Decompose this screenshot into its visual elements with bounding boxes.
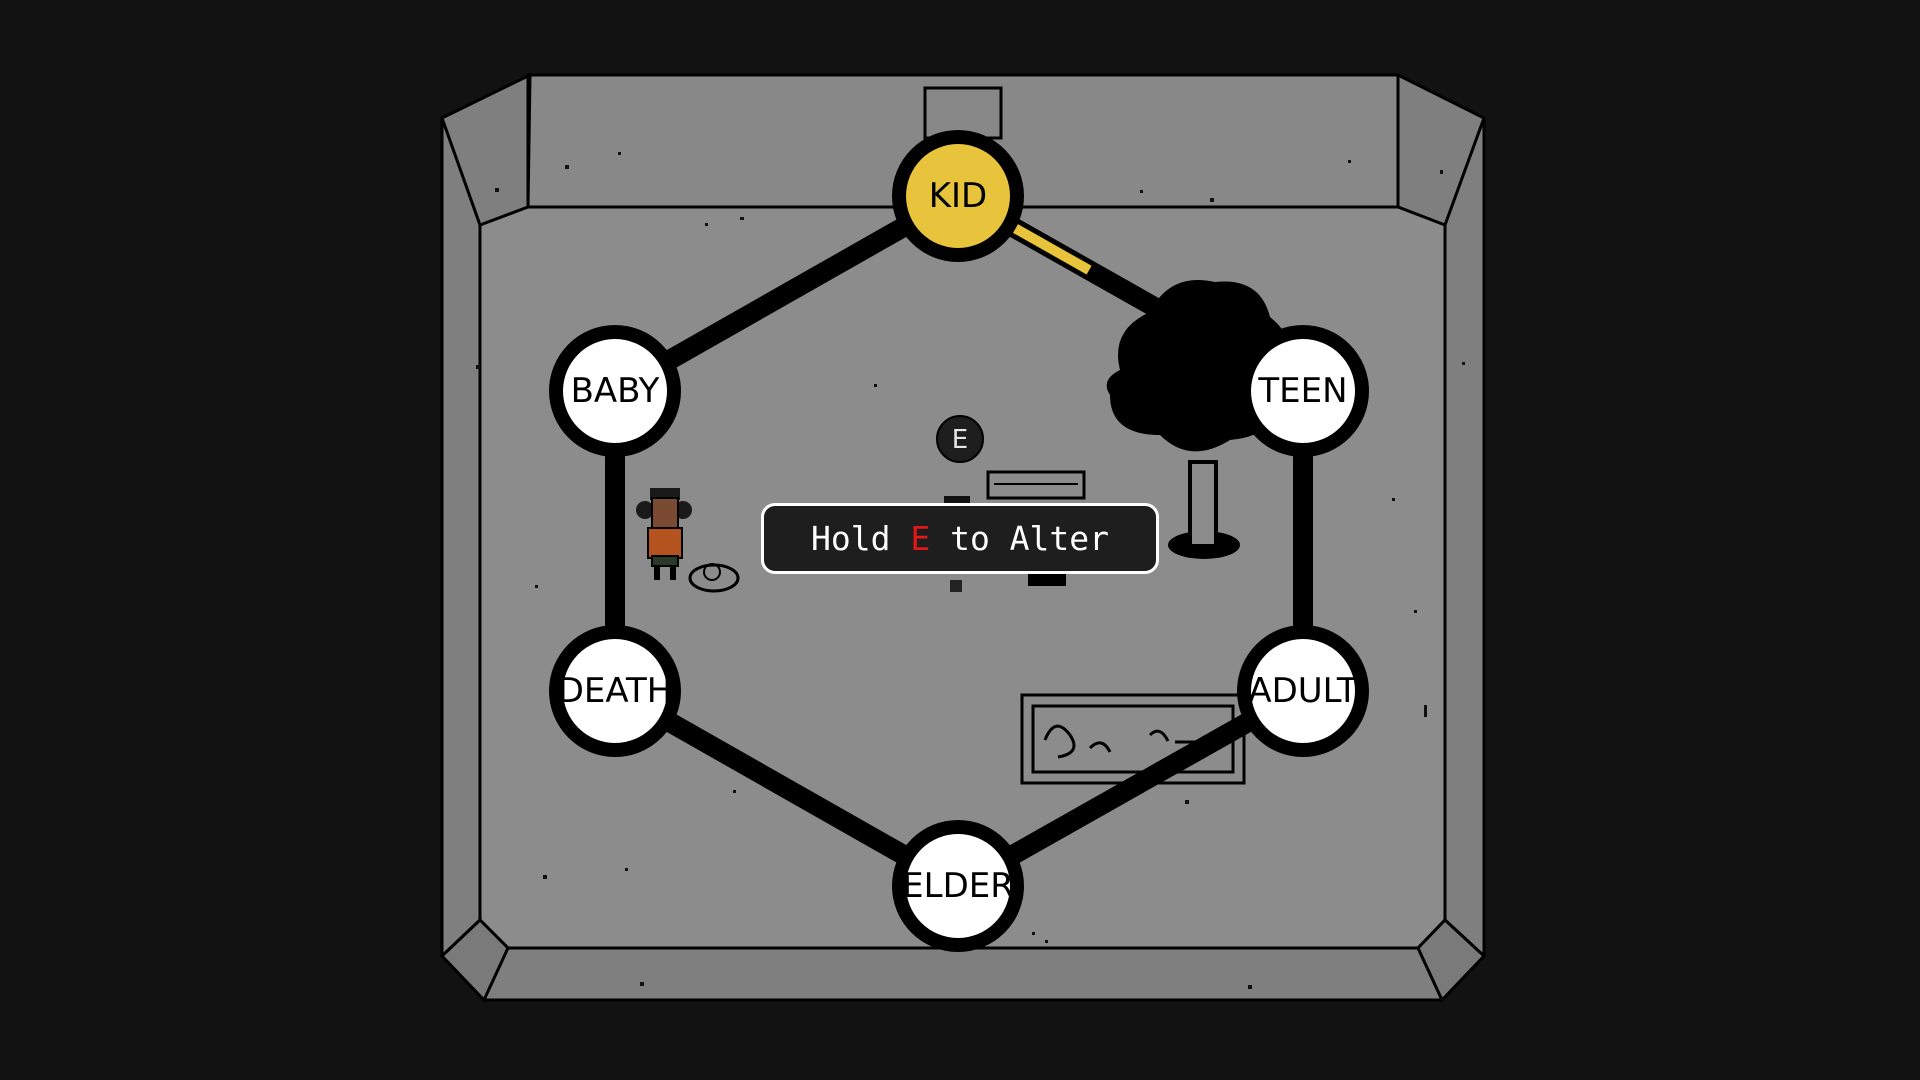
corner-bottom-left bbox=[439, 917, 510, 1003]
node-baby-face bbox=[563, 339, 667, 443]
node-baby-label: BABY bbox=[571, 371, 660, 411]
node-adult-face bbox=[1251, 639, 1355, 743]
chimney bbox=[923, 86, 1003, 140]
node-teen[interactable]: TEEN bbox=[1237, 325, 1369, 457]
node-elder-label: ELDER bbox=[902, 866, 1014, 906]
node-elder[interactable]: ELDER bbox=[892, 820, 1024, 952]
node-kid-label: KID bbox=[929, 176, 988, 216]
prompt-key: E bbox=[910, 519, 931, 558]
node-baby[interactable]: BABY bbox=[549, 325, 681, 457]
small-figure bbox=[944, 496, 970, 592]
interact-key-hint: E bbox=[936, 415, 984, 463]
node-kid[interactable]: KID bbox=[892, 130, 1024, 262]
node-teen-label: TEEN bbox=[1257, 371, 1347, 411]
hold-to-alter-prompt: Hold E to Alter bbox=[761, 503, 1159, 574]
node-kid-face bbox=[906, 144, 1010, 248]
node-death-face bbox=[563, 639, 667, 743]
kid-to-teen-progress-fill bbox=[1012, 224, 1092, 275]
interact-key-label: E bbox=[952, 425, 968, 455]
node-adult[interactable]: ADULT bbox=[1237, 625, 1369, 757]
corner-bottom-right bbox=[1416, 917, 1487, 1003]
node-adult-label: ADULT bbox=[1248, 671, 1358, 711]
life-cycle-nodes: KID TEEN ADULT ELDER DEATH BABY bbox=[549, 130, 1369, 952]
player-character bbox=[636, 488, 692, 580]
prompt-text-after: to Alter bbox=[930, 519, 1110, 558]
bench bbox=[986, 470, 1086, 586]
node-teen-face bbox=[1251, 339, 1355, 443]
snail-icon bbox=[688, 563, 740, 593]
node-death[interactable]: DEATH bbox=[549, 625, 681, 757]
node-elder-face bbox=[906, 834, 1010, 938]
node-death-label: DEATH bbox=[558, 671, 673, 711]
prompt-text-before: Hold bbox=[810, 519, 911, 558]
edge-adult-elder bbox=[948, 681, 1313, 896]
floor-speckles bbox=[476, 152, 1465, 989]
